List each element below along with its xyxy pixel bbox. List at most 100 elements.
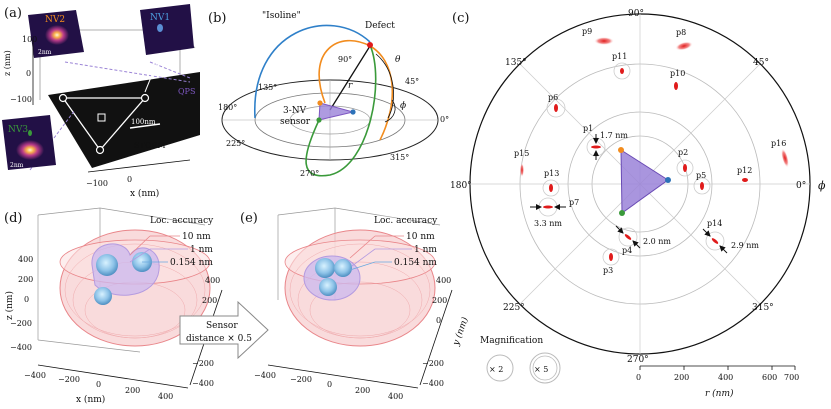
a-z-tick-100: 100 — [22, 35, 37, 44]
d-x-label: x (nm) — [76, 394, 105, 405]
label-p5: p5 — [696, 171, 706, 180]
r-tick-700: 700 — [784, 373, 799, 382]
nv2-label: NV2 — [45, 15, 65, 25]
e-acc-0154: 0.154 nm — [394, 258, 437, 268]
e-blob-3 — [319, 278, 337, 296]
label-p4: p4 — [622, 246, 632, 255]
b-green-nv — [316, 117, 322, 123]
label-p12: p12 — [737, 166, 752, 175]
panel-e: (e) Loc. accuracy 10 nm 1 nm 0.154 nm −4… — [240, 207, 471, 401]
spot-p1 — [591, 145, 601, 149]
panel-c-label: (c) — [452, 11, 469, 26]
c-angle-270: 270° — [627, 355, 649, 365]
scaling-arrow: Sensor distance × 0.5 — [179, 300, 269, 360]
c-phi-label: ϕ — [818, 179, 826, 192]
nv-triangle — [61, 97, 147, 152]
magnification-title: Magnification — [480, 336, 543, 346]
e-x-tick-neg200: −200 — [290, 375, 312, 384]
spot-p11 — [620, 68, 624, 74]
d-z-label: z (nm) — [4, 291, 15, 320]
nv2-site-marker — [58, 93, 68, 103]
panel-a-axes: z (nm) 100 0 −100 −100 0 x (nm) — [3, 35, 191, 199]
a-z-axis-label: z (nm) — [3, 50, 12, 76]
c-angle-90: 90° — [628, 9, 644, 19]
c-angle-45: 45° — [753, 58, 769, 68]
r-tick-200: 200 — [674, 373, 689, 382]
c-annotations — [530, 134, 728, 254]
b-angle-225: 225° — [226, 139, 245, 148]
nv3-site-marker — [95, 145, 105, 155]
d-acc-10: 10 nm — [182, 232, 211, 242]
annot-p1: 1.7 nm — [600, 131, 628, 140]
panel-a: (a) STORM 100nm QPS NV2 2nm N — [2, 4, 200, 199]
e-blob-2 — [334, 259, 352, 277]
label-p10: p10 — [670, 69, 685, 78]
b-angle-45: 45° — [405, 77, 419, 86]
d-acc-1: 1 nm — [190, 245, 213, 255]
d-y-tick-200: 200 — [202, 296, 217, 305]
c-defect-spots — [520, 37, 789, 266]
panel-d: (d) Loc. accuracy 10 nm 1 nm 0.154 nm z … — [4, 207, 223, 405]
b-angle-135: 135° — [258, 83, 277, 92]
label-p1: p1 — [583, 124, 593, 133]
nv3-image: NV3 2nm — [2, 115, 56, 170]
r-tick-0: 0 — [636, 373, 641, 382]
e-acc-10: 10 nm — [406, 232, 435, 242]
d-x-tick-400: 400 — [158, 392, 173, 401]
b-angle-270: 270° — [300, 169, 319, 178]
e-y-tick-200: 200 — [432, 296, 447, 305]
e-x-tick-200: 200 — [355, 386, 370, 395]
panel-b-label: (b) — [208, 11, 226, 26]
label-p9: p9 — [582, 27, 592, 36]
r-tick-400: 400 — [718, 373, 733, 382]
spot-p14 — [711, 238, 719, 244]
label-p8: p8 — [676, 28, 686, 37]
nv3-label: NV3 — [8, 125, 28, 135]
r-label: r — [348, 81, 353, 91]
e-x-tick-0: 0 — [327, 380, 332, 389]
e-y-label: y (nm) — [450, 315, 471, 348]
nv1-stem — [144, 54, 161, 93]
d-x-tick-neg200: −200 — [58, 375, 80, 384]
b-sensor-triangle — [318, 102, 354, 121]
defect-point — [367, 42, 373, 48]
r-line — [329, 45, 371, 111]
spot-p12 — [742, 178, 748, 182]
label-p11: p11 — [612, 52, 627, 61]
annot-p14: 2.9 nm — [731, 241, 759, 250]
annot-p7: 3.3 nm — [534, 219, 562, 228]
e-x-tick-neg400: −400 — [254, 371, 276, 380]
d-y-tick-400: 400 — [205, 276, 220, 285]
c-point-labels: p1 p2 p3 p4 p5 p6 p7 p8 p9 p10 p11 p12 p… — [514, 27, 786, 275]
label-p14: p14 — [707, 219, 722, 228]
mag-x5-label: × 5 — [534, 365, 548, 374]
qps-label: QPS — [178, 87, 195, 96]
a-x-tick-0: 0 — [127, 175, 132, 184]
storm-label: STORM — [134, 141, 166, 150]
storm-plane — [48, 72, 200, 168]
isoline-label: "Isoline" — [262, 11, 301, 21]
d-z-tick-0: 0 — [24, 295, 29, 304]
spot-p13 — [549, 184, 553, 192]
a-z-tick-neg100: −100 — [10, 95, 32, 104]
r-axis-label: r (nm) — [705, 388, 734, 399]
b-angle-315: 315° — [390, 153, 409, 162]
mag-x5-circle — [529, 352, 561, 384]
nv1-site-marker — [140, 93, 150, 103]
e-y-tick-0: 0 — [436, 316, 441, 325]
c-r-axis — [639, 365, 796, 370]
c-blue-nv — [665, 177, 671, 183]
a-x-axis-label: x (nm) — [130, 188, 159, 199]
sensor-label-line1: 3-NV — [283, 106, 307, 116]
panel-e-label: (e) — [240, 211, 258, 226]
spot-p3 — [609, 253, 613, 261]
e-y-tick-neg400: −400 — [422, 379, 444, 388]
storm-scale-label: 100nm — [131, 118, 156, 126]
spot-p4 — [624, 234, 632, 240]
c-sensor-triangle — [620, 149, 669, 214]
d-z-tick-400: 400 — [18, 255, 33, 264]
arrow-line2: distance × 0.5 — [186, 334, 252, 344]
nv2-scale: 2nm — [38, 49, 52, 56]
b-angle-90: 90° — [338, 55, 352, 64]
